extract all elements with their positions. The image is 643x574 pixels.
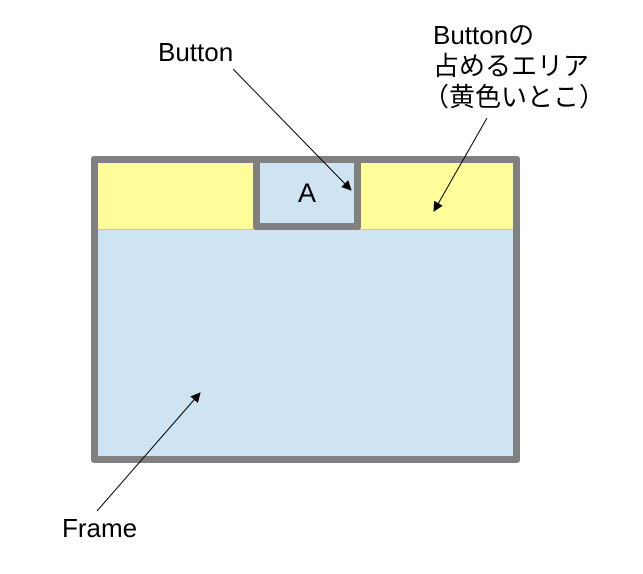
- annotation-area-line1: Buttonの: [433, 20, 535, 50]
- arrow-button-icon: [232, 68, 352, 191]
- annotation-button-area: Buttonの 占めるエリア （黄色いとこ）: [423, 20, 605, 113]
- annotation-area-line3: （黄色いとこ）: [423, 82, 606, 112]
- annotation-button: Button: [158, 37, 234, 67]
- button-a[interactable]: A: [253, 156, 361, 230]
- arrow-frame-icon: [96, 392, 201, 512]
- arrow-area-icon: [433, 117, 488, 212]
- annotation-area-line2: 占めるエリア: [433, 51, 590, 81]
- button-a-label: A: [297, 177, 316, 208]
- annotation-frame: Frame: [62, 513, 138, 543]
